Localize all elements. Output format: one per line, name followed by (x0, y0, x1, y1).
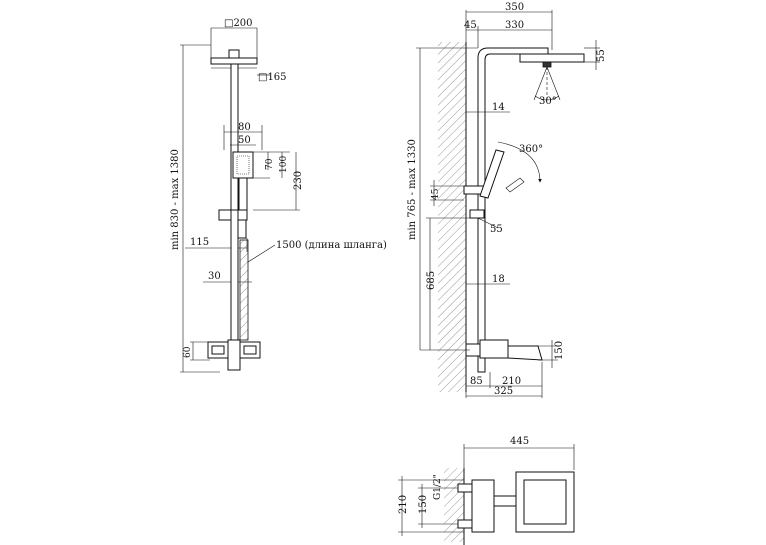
hose-30-label: 30 (208, 271, 221, 282)
holder-80-label: 80 (238, 122, 251, 133)
front-view: □200 □165 min 830 - max 1380 80 50 70 10… (170, 18, 387, 373)
dim-350-label: 350 (505, 2, 524, 13)
side-hand-shower (479, 149, 505, 199)
dim-45-label: 45 (464, 20, 477, 31)
side-riser (477, 47, 549, 373)
plan-inlet-bottom (457, 519, 473, 529)
side-spout (507, 345, 543, 361)
dim-210-label: 210 (502, 376, 521, 387)
wall (438, 42, 466, 392)
plan-thread-label: G1/2" (433, 474, 443, 500)
side-mixer (479, 339, 509, 359)
hand-70-label: 70 (265, 158, 275, 170)
slide-230-label: 230 (293, 171, 304, 190)
range-label: min 765 - max 1330 (407, 139, 418, 240)
hose-label: 1500 (длина шланга) (276, 240, 387, 251)
plan-inlet-top (457, 483, 473, 493)
riser-pipe (230, 63, 239, 211)
dim-150-label: 150 (554, 341, 565, 360)
plan-wall (444, 468, 464, 542)
dim-330-label: 330 (505, 20, 524, 31)
shower-head (210, 57, 258, 65)
offset-115-label: 115 (190, 237, 209, 248)
holder-50-label: 50 (238, 135, 251, 146)
plan-445-label: 445 (510, 436, 529, 447)
side-shower-head (519, 53, 585, 63)
plan-150-label: 150 (418, 495, 429, 514)
total-height-label: min 830 - max 1380 (170, 149, 181, 250)
plan-mixer (471, 479, 495, 533)
head-thickness-label: □165 (258, 72, 287, 83)
angle-360-label: 360° (519, 144, 543, 155)
side-view: 350 45 330 55 30° 14 min 765 - max 1330 … (407, 2, 607, 398)
head-size-label: □200 (224, 18, 253, 29)
dim-55-label: 55 (490, 224, 503, 235)
dim-55-top-label: 55 (596, 49, 607, 62)
dim-85-label: 85 (470, 376, 483, 387)
plan-210-label: 210 (398, 495, 409, 514)
dim-45-left-label: 45 (431, 188, 441, 200)
dim-14-label: 14 (492, 102, 505, 113)
dim-685-label: 685 (426, 271, 437, 290)
hose (239, 239, 249, 341)
angle-30-label: 30° (539, 96, 557, 107)
plan-view: 445 210 150 G1/2" (398, 436, 575, 545)
dim-18-label: 18 (492, 274, 505, 285)
mixer-60-label: 60 (183, 346, 193, 358)
dim-325-label: 325 (494, 386, 513, 397)
hand-100-label: 100 (279, 156, 289, 173)
plan-head-inner (523, 479, 567, 525)
mixer-body (227, 339, 241, 371)
